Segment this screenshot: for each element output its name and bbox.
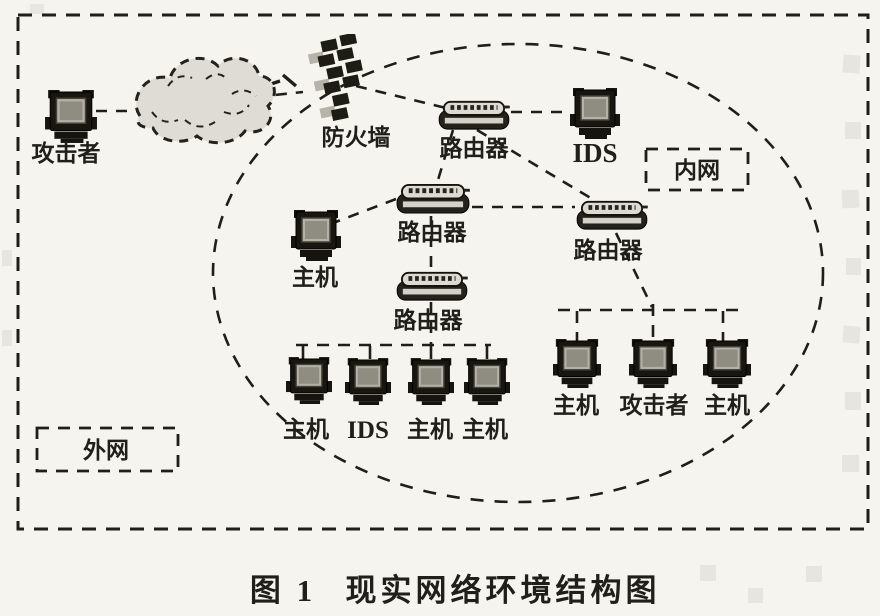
right-router-label: 路由器 xyxy=(574,237,644,263)
internal-zone-box xyxy=(644,147,750,192)
router-icon xyxy=(397,273,468,300)
outer-network-frame xyxy=(16,13,870,531)
node-core-router: 路由器 xyxy=(397,185,470,245)
host-computer-icon xyxy=(408,358,454,406)
figure-caption-title: 现实网络环境结构图 xyxy=(346,573,661,608)
lan-right-host2-label: 主机 xyxy=(704,393,750,418)
access-router-label: 路由器 xyxy=(394,307,464,333)
attacker-computer-icon xyxy=(45,90,97,144)
node-standalone-host: 主机 xyxy=(291,210,341,290)
firewall-label: 防火墙 xyxy=(322,124,391,150)
network-links xyxy=(96,84,654,344)
external-zone-tag: 外网 xyxy=(35,426,180,473)
node-gateway-router: 路由器 xyxy=(439,102,510,161)
gateway-router-label: 路由器 xyxy=(440,135,510,161)
lan-left-group: 主机 IDS 主机 主机 xyxy=(283,357,510,444)
lan-right-bus xyxy=(558,304,747,341)
ids-computer-icon xyxy=(345,358,391,406)
figure-caption-number: 图 1 xyxy=(250,573,316,608)
router-icon xyxy=(439,102,510,129)
host-computer-icon xyxy=(286,357,332,405)
lan-right-attacker-label: 攻击者 xyxy=(620,392,689,418)
lan-left-ids-label: IDS xyxy=(347,417,389,444)
router-icon xyxy=(577,202,648,229)
link-right-router-lan-right-bus xyxy=(614,232,654,308)
host-computer-icon xyxy=(291,210,341,262)
node-right-router: 路由器 xyxy=(574,202,648,263)
lan-left-host3-label: 主机 xyxy=(462,417,508,442)
link-firewall-gateway-router xyxy=(355,84,447,110)
node-attacker-external: 攻击者 xyxy=(32,90,101,166)
internal-zone-tag: 内网 xyxy=(644,147,750,192)
node-ids-main: IDS xyxy=(570,88,620,168)
firewall-icon xyxy=(305,34,372,124)
lan-right-group: 主机 攻击者 主机 xyxy=(553,339,751,418)
external-zone-box xyxy=(35,426,180,473)
host-computer-icon xyxy=(703,339,751,389)
attacker-external-label: 攻击者 xyxy=(32,140,101,166)
lan-left-bus xyxy=(296,343,491,359)
internal-zone-label: 内网 xyxy=(674,158,720,183)
scan-noise xyxy=(2,4,861,603)
link-gateway-router-right-router xyxy=(476,128,600,205)
figure-caption: 图 1 现实网络环境结构图 xyxy=(250,573,661,608)
lan-left-host2-label: 主机 xyxy=(407,417,453,442)
core-router-label: 路由器 xyxy=(398,219,468,245)
lan-left-host1-label: 主机 xyxy=(283,417,329,442)
node-firewall: 防火墙 xyxy=(305,34,391,150)
node-internet-cloud xyxy=(134,56,276,145)
host-computer-icon xyxy=(553,339,601,389)
attacker-computer-icon xyxy=(629,339,677,389)
cloud-icon xyxy=(134,56,276,145)
link-core-router-standalone-host xyxy=(332,197,397,225)
internal-network-boundary-ellipse xyxy=(211,42,825,504)
router-icon xyxy=(397,185,470,213)
ids-computer-icon xyxy=(570,88,620,140)
lan-right-host1-label: 主机 xyxy=(553,393,599,418)
host-computer-icon xyxy=(464,358,510,406)
node-access-router: 路由器 xyxy=(394,273,468,333)
standalone-host-label: 主机 xyxy=(292,265,338,290)
external-zone-label: 外网 xyxy=(83,437,129,463)
ids-main-label: IDS xyxy=(572,138,617,168)
link-gateway-router-core-router xyxy=(436,129,455,181)
